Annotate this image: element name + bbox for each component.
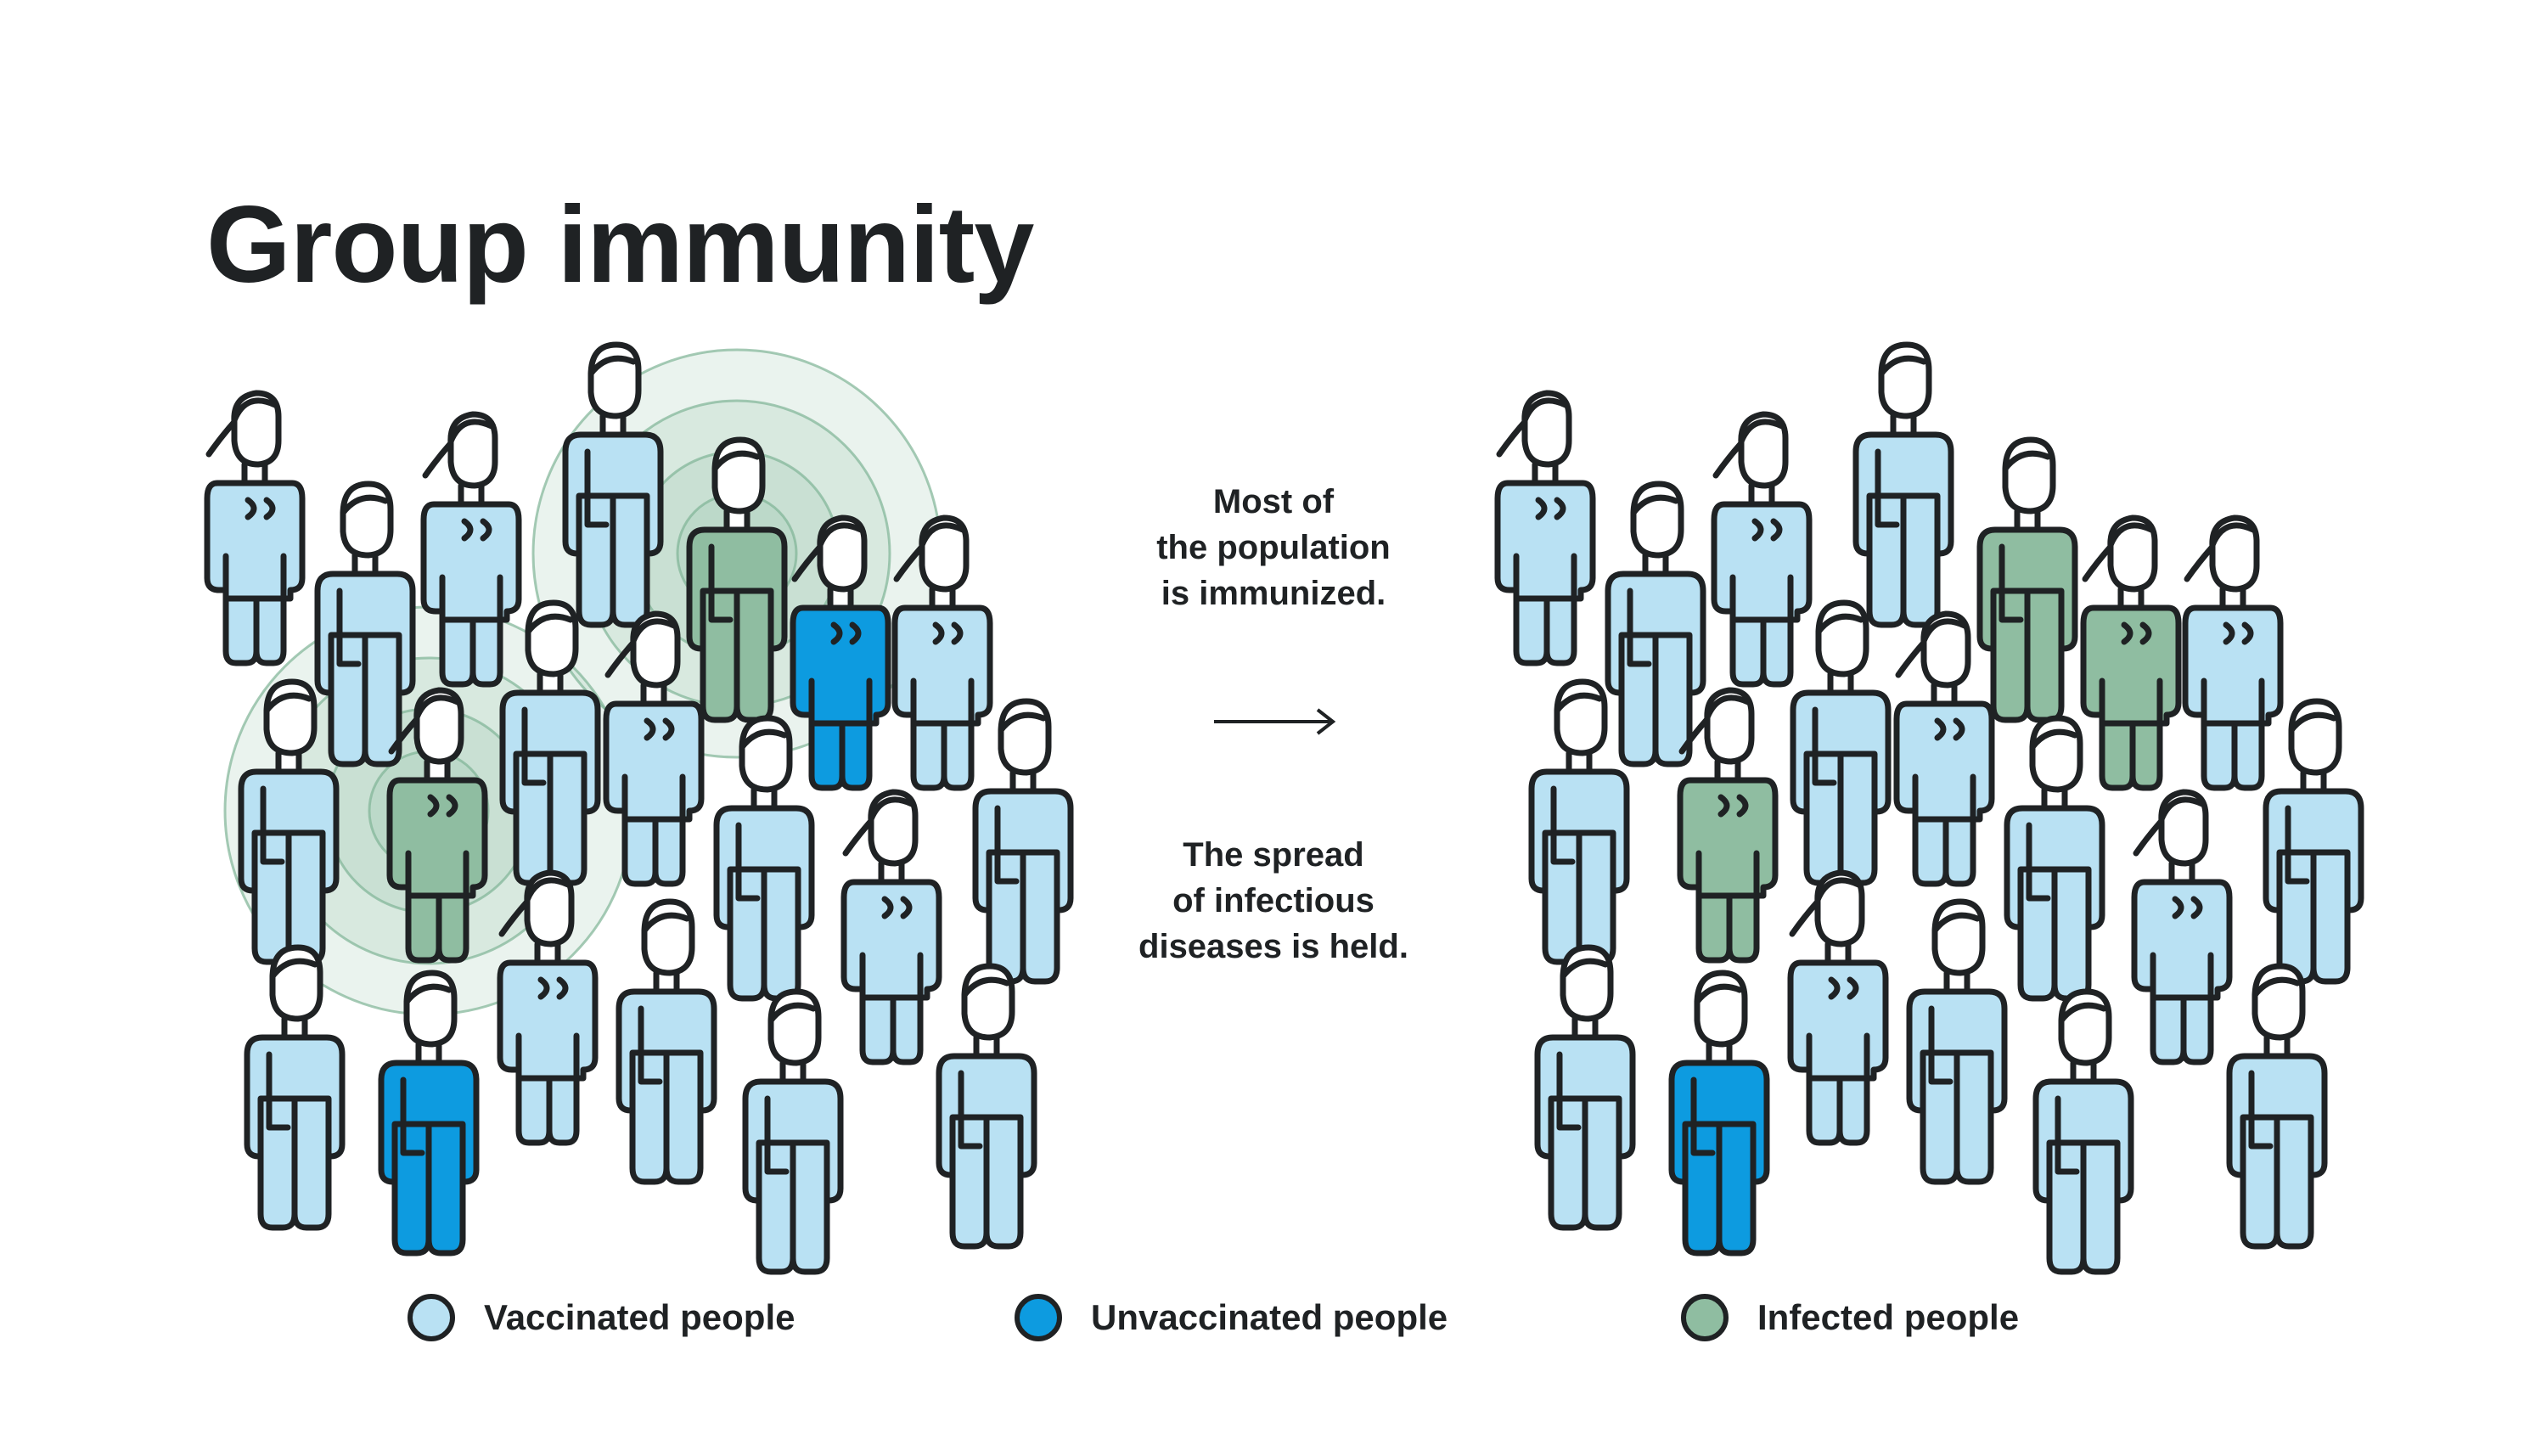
page-title: Group immunity — [206, 184, 1034, 306]
legend-item-vaccinated: Vaccinated people — [408, 1290, 795, 1345]
right-population-group — [1494, 341, 2364, 1275]
person-female-icon — [2182, 514, 2284, 791]
person-male-icon — [378, 970, 480, 1256]
person-male-icon — [1906, 898, 2008, 1185]
person-male-icon — [742, 988, 844, 1275]
person-female-icon — [497, 869, 599, 1146]
caption-spread-held: The spread of infectious diseases is hel… — [1087, 832, 1460, 970]
person-male-icon — [562, 341, 664, 628]
person-female-icon — [840, 789, 942, 1065]
person-female-icon — [386, 687, 488, 964]
person-male-icon — [2226, 963, 2328, 1250]
person-male-icon — [713, 715, 815, 1002]
person-male-icon — [314, 481, 416, 767]
person-female-icon — [891, 514, 993, 791]
person-male-icon — [2004, 715, 2105, 1002]
legend-swatch-vaccinated — [408, 1294, 455, 1341]
legend-item-infected: Infected people — [1681, 1290, 2019, 1345]
person-male-icon — [1790, 599, 1892, 886]
person-female-icon — [1893, 610, 1995, 887]
left-population-group — [204, 341, 1074, 1275]
caption-line: of infectious — [1172, 882, 1375, 919]
person-female-icon — [1494, 390, 1596, 666]
caption-line: The spread — [1183, 836, 1364, 874]
person-female-icon — [1711, 411, 1813, 688]
person-female-icon — [420, 411, 522, 688]
person-male-icon — [1534, 944, 1636, 1231]
person-male-icon — [1668, 970, 1770, 1256]
person-male-icon — [972, 698, 1074, 985]
arrow-right-icon — [1214, 708, 1336, 735]
person-male-icon — [1605, 481, 1706, 767]
person-male-icon — [1852, 341, 1954, 628]
person-male-icon — [1528, 678, 1630, 965]
person-male-icon — [2263, 698, 2364, 985]
person-male-icon — [2032, 988, 2134, 1275]
person-female-icon — [2131, 789, 2233, 1065]
person-male-icon — [686, 436, 788, 723]
legend-label: Vaccinated people — [484, 1297, 795, 1337]
person-male-icon — [238, 678, 340, 965]
person-female-icon — [1677, 687, 1779, 964]
person-female-icon — [1787, 869, 1889, 1146]
person-male-icon — [1976, 436, 2078, 723]
caption-immunized: Most of the population is immunized. — [1087, 479, 1460, 616]
caption-line: the population — [1156, 529, 1391, 566]
person-male-icon — [616, 898, 717, 1185]
caption-line: is immunized. — [1161, 575, 1386, 612]
caption-line: Most of — [1212, 483, 1335, 520]
legend-swatch-unvaccinated — [1015, 1294, 1062, 1341]
legend-label: Unvaccinated people — [1091, 1297, 1448, 1337]
person-female-icon — [603, 610, 705, 887]
person-female-icon — [204, 390, 306, 666]
person-female-icon — [790, 514, 891, 791]
person-male-icon — [244, 944, 346, 1231]
legend-label: Infected people — [1757, 1297, 2020, 1337]
legend-item-unvaccinated: Unvaccinated people — [1015, 1290, 1448, 1345]
legend-swatch-infected — [1681, 1294, 1729, 1341]
person-female-icon — [2080, 514, 2182, 791]
caption-line: diseases is held. — [1138, 928, 1408, 965]
person-male-icon — [936, 963, 1037, 1250]
